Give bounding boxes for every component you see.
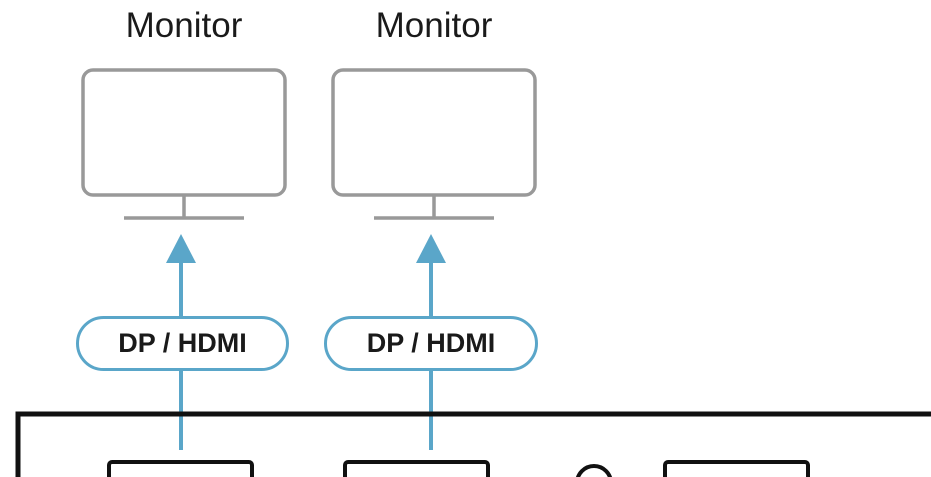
port-1 [107,460,254,477]
device-rear-panel [15,411,931,477]
port-round [575,464,613,477]
connection-label-2: DP / HDMI [324,316,538,371]
port-3 [663,460,810,477]
connection-label-1: DP / HDMI [76,316,289,371]
port-2 [343,460,490,477]
monitor-label-2: Monitor [375,6,493,45]
monitor-icon-1 [81,68,287,220]
monitor-icon-2 [331,68,537,220]
monitor-label-1: Monitor [125,6,243,45]
